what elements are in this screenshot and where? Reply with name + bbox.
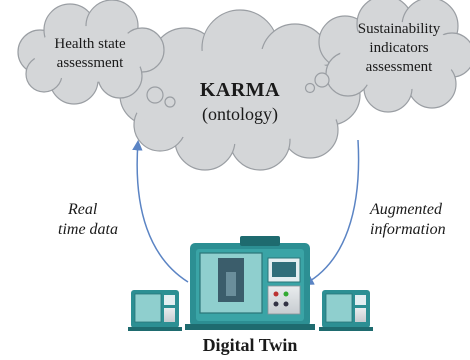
arrow-real-time-data [132, 139, 189, 283]
small-machine-right [319, 290, 373, 331]
small-machine-left [128, 290, 182, 331]
karma-cloud-label: KARMA (ontology) [180, 78, 300, 126]
sustain-label-line1: Sustainability [357, 21, 441, 37]
real-time-data-label: Real time data [58, 200, 118, 240]
augmented-information-label: Augmented information [370, 200, 446, 240]
augmented-line2: information [370, 221, 446, 238]
sustain-label-line2: indicators [369, 39, 429, 56]
health-label-line1: Health state [54, 36, 126, 52]
sustain-label-line3: assessment [365, 58, 433, 75]
real-time-line1: Real [68, 201, 98, 218]
arrow-augmented-information [303, 139, 360, 286]
health-cloud [17, 0, 165, 105]
digital-twin-label: Digital Twin [202, 335, 298, 355]
health-thought-bubbles [146, 86, 176, 108]
sustain-cloud-label: Sustainability indicators assessment [344, 20, 454, 76]
health-cloud-label: Health state assessment [38, 35, 142, 73]
sustain-cloud [318, 0, 470, 113]
health-label-line2: assessment [56, 54, 124, 71]
sustain-thought-bubbles [304, 72, 330, 94]
main-machine [185, 236, 315, 330]
karma-title: KARMA [199, 79, 281, 101]
real-time-line2: time data [58, 221, 118, 238]
karma-subtitle: (ontology) [202, 104, 278, 124]
augmented-line1: Augmented [370, 201, 442, 218]
